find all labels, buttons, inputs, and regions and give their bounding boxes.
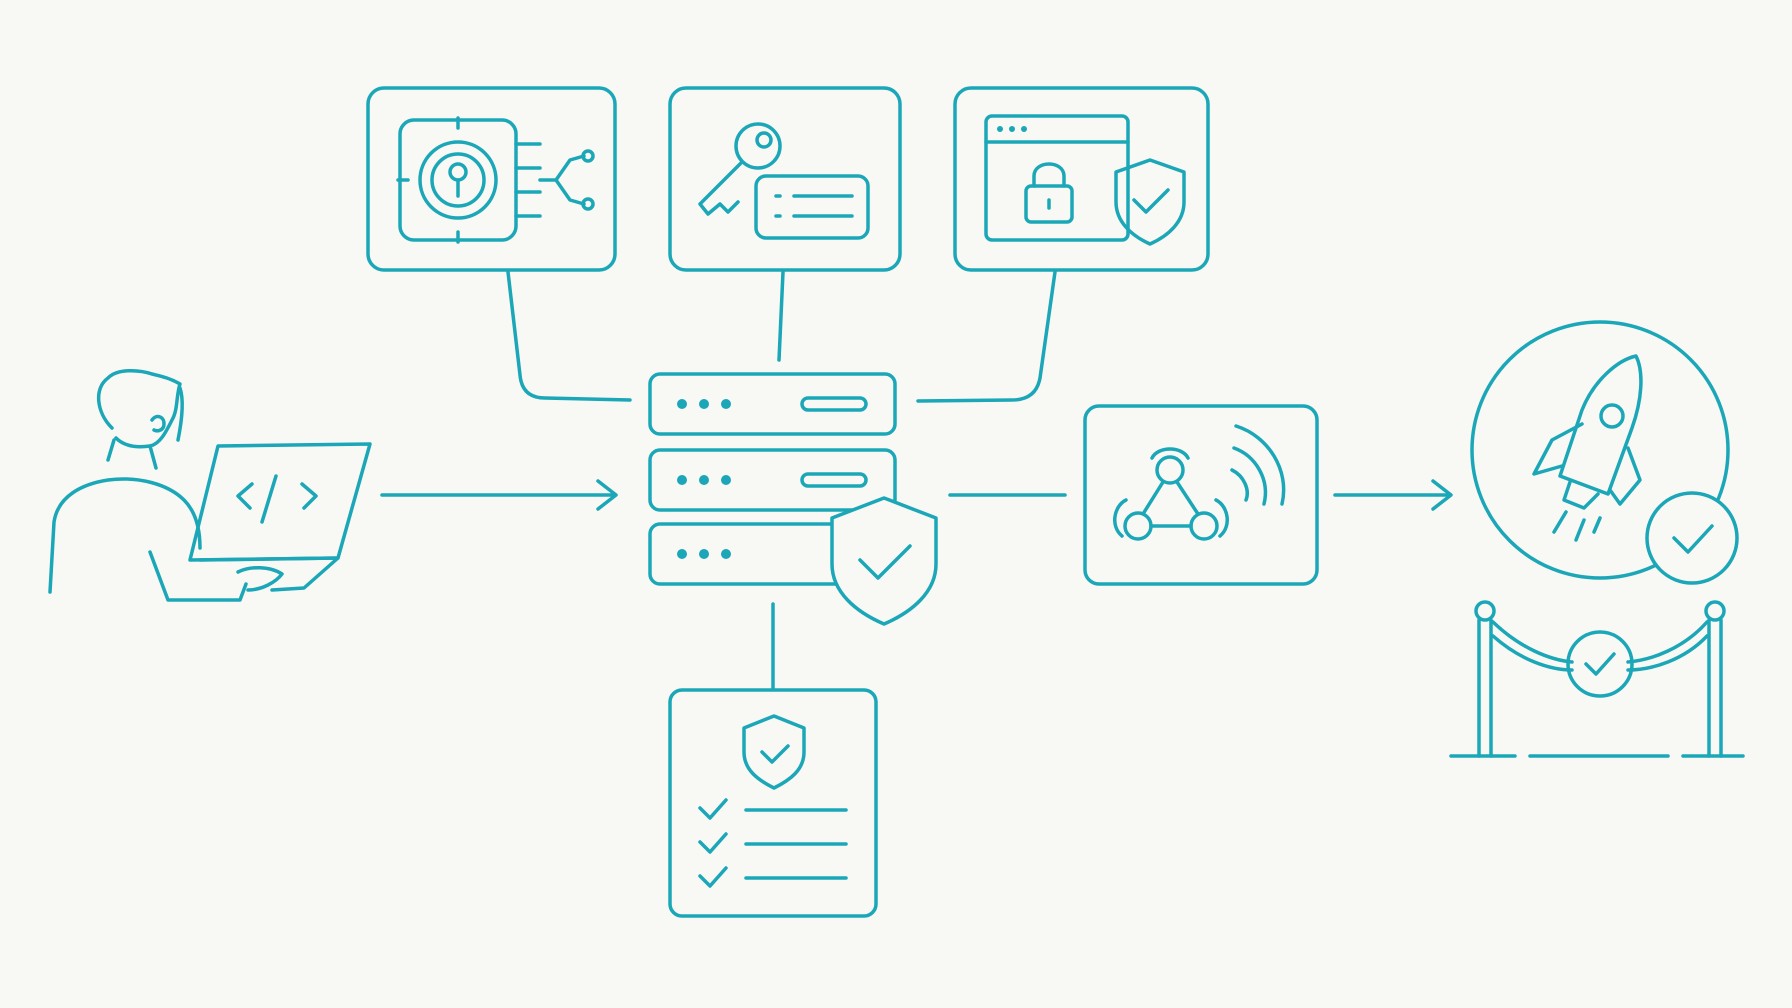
connector-vault-to-server <box>506 270 632 402</box>
webhook-icon <box>1113 424 1286 541</box>
webhooks-node <box>1083 404 1319 586</box>
connector-webhooks-to-launch <box>1333 479 1453 511</box>
secrets-vault-node <box>366 86 617 272</box>
stanchion-rope-check-icon <box>1449 600 1745 758</box>
ribbon-node <box>1449 600 1745 758</box>
vault-keyhole-icon <box>396 116 595 244</box>
secure-server-node <box>648 372 938 626</box>
browser-lock-shield-icon <box>984 114 1186 246</box>
server-shield-icon <box>648 372 938 626</box>
shield-checklist-icon <box>698 714 848 888</box>
api-keys-node <box>668 86 902 272</box>
compliance-node <box>668 688 878 918</box>
connector-developer-to-server <box>380 479 618 511</box>
key-card-icon <box>698 122 870 240</box>
rocket-check-icon <box>1532 354 1739 585</box>
connector-web-to-server <box>916 270 1057 403</box>
connector-keys-to-server <box>777 270 785 362</box>
developer-laptop-icon <box>48 369 372 602</box>
launch-node <box>1470 320 1739 585</box>
secure-web-node <box>953 86 1210 272</box>
